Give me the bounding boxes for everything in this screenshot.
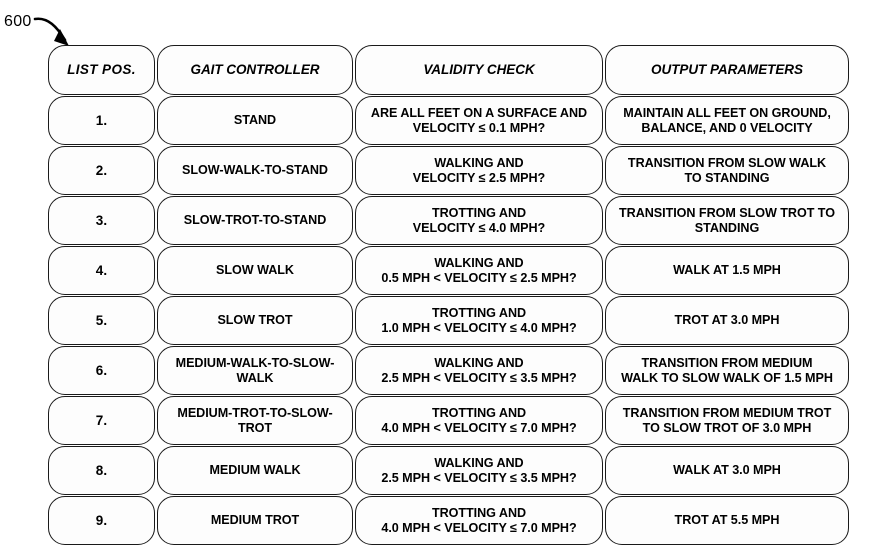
cell-validity-check: ARE ALL FEET ON A SURFACE AND VELOCITY ≤… bbox=[355, 96, 603, 145]
table-row: 7. MEDIUM-TROT-TO-SLOW- TROT TROTTING AN… bbox=[48, 396, 849, 445]
cell-validity-check: WALKING AND 2.5 MPH < VELOCITY ≤ 3.5 MPH… bbox=[355, 346, 603, 395]
cell-list-pos: 6. bbox=[48, 346, 155, 395]
cell-output-parameters: MAINTAIN ALL FEET ON GROUND, BALANCE, AN… bbox=[605, 96, 849, 145]
cell-list-pos: 4. bbox=[48, 246, 155, 295]
cell-output-parameters: WALK AT 1.5 MPH bbox=[605, 246, 849, 295]
cell-validity-check: WALKING AND 0.5 MPH < VELOCITY ≤ 2.5 MPH… bbox=[355, 246, 603, 295]
cell-list-pos: 3. bbox=[48, 196, 155, 245]
cell-gait-controller: SLOW-WALK-TO-STAND bbox=[157, 146, 353, 195]
cell-gait-controller: MEDIUM WALK bbox=[157, 446, 353, 495]
table-row: 9. MEDIUM TROT TROTTING AND 4.0 MPH < VE… bbox=[48, 496, 849, 545]
table-row: 2. SLOW-WALK-TO-STAND WALKING AND VELOCI… bbox=[48, 146, 849, 195]
cell-validity-check: WALKING AND VELOCITY ≤ 2.5 MPH? bbox=[355, 146, 603, 195]
cell-gait-controller: MEDIUM TROT bbox=[157, 496, 353, 545]
cell-validity-check: TROTTING AND 4.0 MPH < VELOCITY ≤ 7.0 MP… bbox=[355, 396, 603, 445]
column-header-gait-controller: GAIT CONTROLLER bbox=[157, 45, 353, 95]
table-row: 5. SLOW TROT TROTTING AND 1.0 MPH < VELO… bbox=[48, 296, 849, 345]
cell-output-parameters: TRANSITION FROM SLOW TROT TO STANDING bbox=[605, 196, 849, 245]
cell-output-parameters: TROT AT 5.5 MPH bbox=[605, 496, 849, 545]
cell-validity-check: TROTTING AND 1.0 MPH < VELOCITY ≤ 4.0 MP… bbox=[355, 296, 603, 345]
table-row: 1. STAND ARE ALL FEET ON A SURFACE AND V… bbox=[48, 96, 849, 145]
cell-list-pos: 8. bbox=[48, 446, 155, 495]
cell-output-parameters: TRANSITION FROM MEDIUM WALK TO SLOW WALK… bbox=[605, 346, 849, 395]
cell-list-pos: 5. bbox=[48, 296, 155, 345]
cell-output-parameters: TRANSITION FROM MEDIUM TROT TO SLOW TROT… bbox=[605, 396, 849, 445]
cell-gait-controller: SLOW WALK bbox=[157, 246, 353, 295]
cell-list-pos: 1. bbox=[48, 96, 155, 145]
cell-list-pos: 9. bbox=[48, 496, 155, 545]
figure-reference-number: 600 bbox=[4, 13, 32, 30]
cell-output-parameters: TRANSITION FROM SLOW WALK TO STANDING bbox=[605, 146, 849, 195]
column-header-output-parameters: OUTPUT PARAMETERS bbox=[605, 45, 849, 95]
cell-gait-controller: SLOW TROT bbox=[157, 296, 353, 345]
cell-gait-controller: MEDIUM-TROT-TO-SLOW- TROT bbox=[157, 396, 353, 445]
cell-output-parameters: WALK AT 3.0 MPH bbox=[605, 446, 849, 495]
cell-output-parameters: TROT AT 3.0 MPH bbox=[605, 296, 849, 345]
cell-gait-controller: MEDIUM-WALK-TO-SLOW- WALK bbox=[157, 346, 353, 395]
table-header-row: LIST POS. GAIT CONTROLLER VALIDITY CHECK… bbox=[48, 45, 849, 95]
table-row: 4. SLOW WALK WALKING AND 0.5 MPH < VELOC… bbox=[48, 246, 849, 295]
cell-gait-controller: STAND bbox=[157, 96, 353, 145]
cell-gait-controller: SLOW-TROT-TO-STAND bbox=[157, 196, 353, 245]
cell-validity-check: WALKING AND 2.5 MPH < VELOCITY ≤ 3.5 MPH… bbox=[355, 446, 603, 495]
table-row: 3. SLOW-TROT-TO-STAND TROTTING AND VELOC… bbox=[48, 196, 849, 245]
table-row: 8. MEDIUM WALK WALKING AND 2.5 MPH < VEL… bbox=[48, 446, 849, 495]
cell-list-pos: 7. bbox=[48, 396, 155, 445]
gait-controller-table: LIST POS. GAIT CONTROLLER VALIDITY CHECK… bbox=[48, 45, 849, 545]
cell-list-pos: 2. bbox=[48, 146, 155, 195]
table-row: 6. MEDIUM-WALK-TO-SLOW- WALK WALKING AND… bbox=[48, 346, 849, 395]
cell-validity-check: TROTTING AND 4.0 MPH < VELOCITY ≤ 7.0 MP… bbox=[355, 496, 603, 545]
cell-validity-check: TROTTING AND VELOCITY ≤ 4.0 MPH? bbox=[355, 196, 603, 245]
column-header-list-pos: LIST POS. bbox=[48, 45, 155, 95]
column-header-validity-check: VALIDITY CHECK bbox=[355, 45, 603, 95]
